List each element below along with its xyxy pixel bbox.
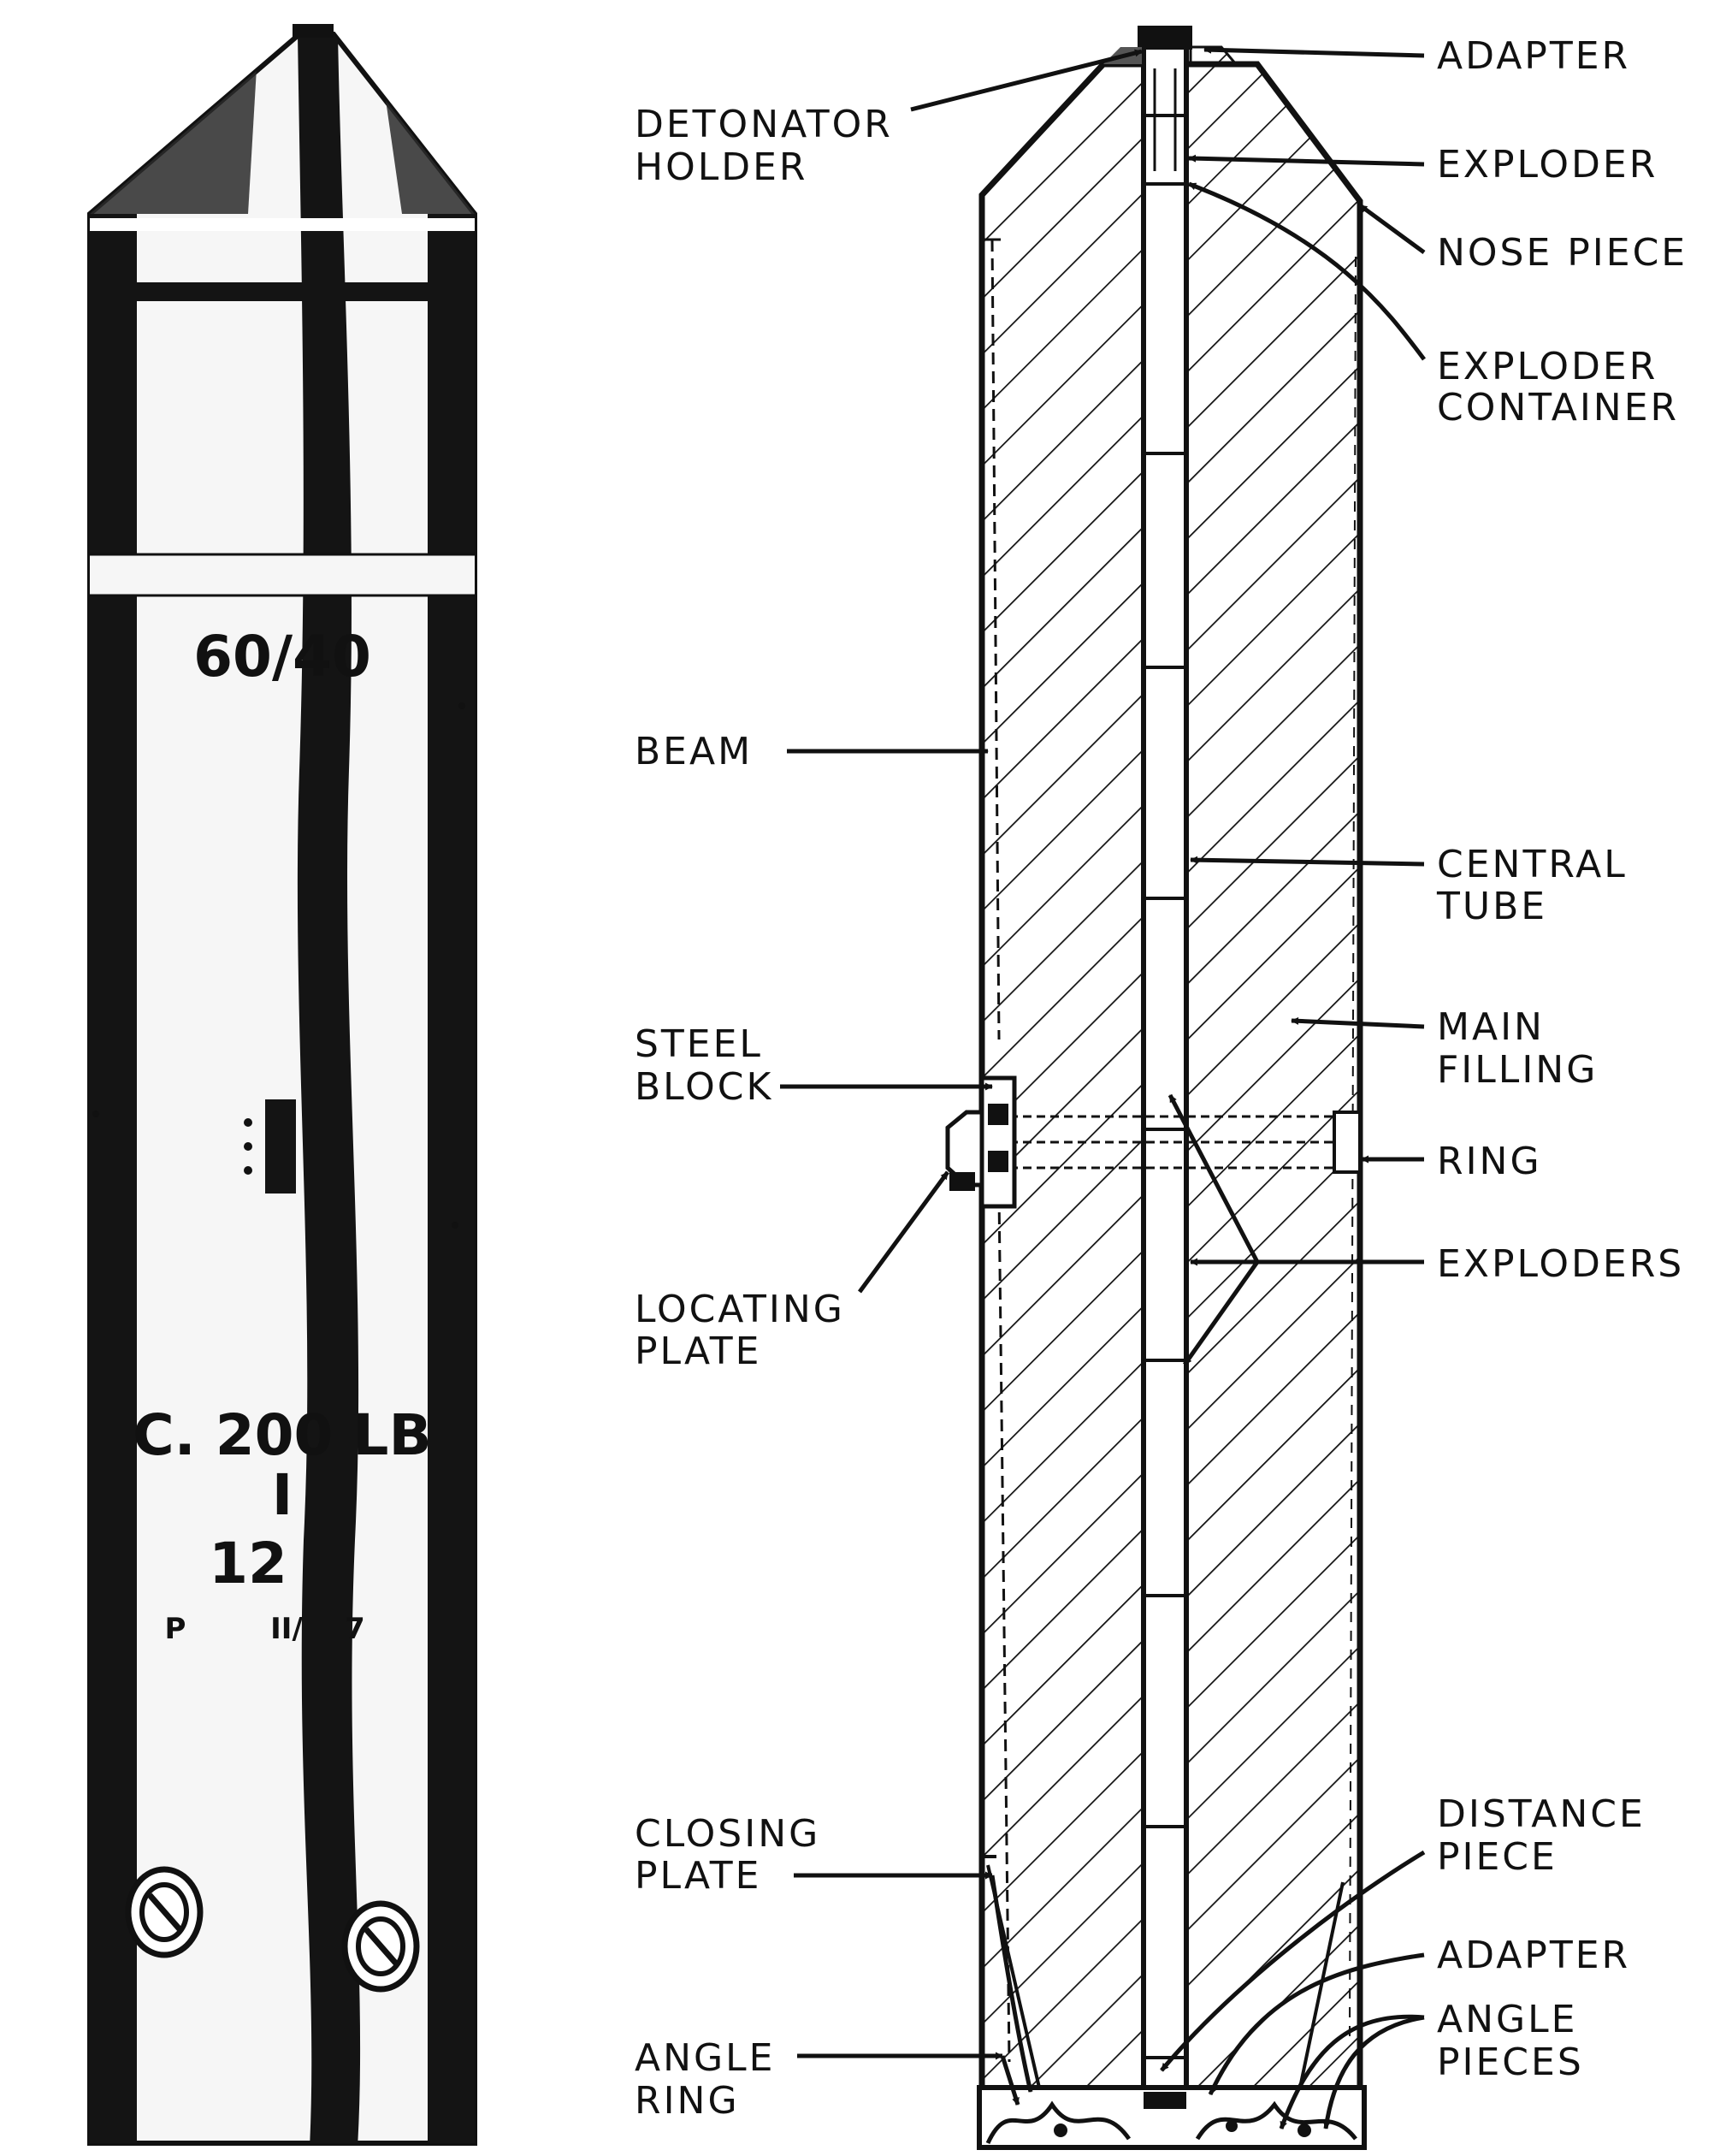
label-detonator-holder-1: DETONATOR xyxy=(635,103,893,146)
base-assembly xyxy=(977,2085,1367,2150)
marking-line3: 12 xyxy=(209,1531,287,1596)
sectional-view xyxy=(945,26,1367,2150)
label-angle-pieces-1: ANGLE xyxy=(1437,1998,1577,2041)
part-labels: ADAPTER DETONATOR HOLDER EXPLODER NOSE P… xyxy=(635,34,1688,2123)
label-exploder: EXPLODER xyxy=(1437,143,1658,187)
label-nose-piece: NOSE PIECE xyxy=(1437,231,1688,275)
label-exploder-container-1: EXPLODER xyxy=(1437,345,1658,388)
ring-band xyxy=(1009,1111,1362,1174)
label-locating-plate-2: PLATE xyxy=(635,1330,761,1373)
label-central-tube-2: TUBE xyxy=(1436,885,1547,928)
steel-block xyxy=(979,1075,1017,1209)
exterior-outline xyxy=(87,32,477,2146)
marking-line4-end: 7 xyxy=(345,1612,365,1646)
label-main-filling-2: FILLING xyxy=(1437,1048,1598,1092)
label-beam: BEAM xyxy=(635,730,753,773)
lug-left xyxy=(125,1866,204,1958)
label-distance-piece-1: DISTANCE xyxy=(1437,1792,1646,1836)
label-steel-block-1: STEEL xyxy=(635,1022,763,1066)
label-exploder-container-2: CONTAINER xyxy=(1437,386,1679,429)
marking-line4-right: II/ xyxy=(270,1612,303,1646)
label-detonator-holder-2: HOLDER xyxy=(635,145,808,189)
locating-plate xyxy=(945,1110,984,1188)
central-tube xyxy=(1141,32,1189,2099)
side-plate xyxy=(265,1099,296,1194)
label-central-tube-1: CENTRAL xyxy=(1437,843,1628,886)
label-main-filling-1: MAIN xyxy=(1437,1005,1545,1049)
label-closing-plate-2: PLATE xyxy=(635,1854,761,1898)
label-closing-plate-1: CLOSING xyxy=(635,1812,820,1856)
label-angle-ring-1: ANGLE xyxy=(635,2036,775,2080)
label-angle-pieces-2: PIECES xyxy=(1437,2040,1584,2084)
label-locating-plate-1: LOCATING xyxy=(635,1288,845,1331)
lug-right xyxy=(341,1900,420,1993)
label-distance-piece-2: PIECE xyxy=(1437,1835,1558,1879)
beam-line xyxy=(990,239,1011,2063)
label-angle-ring-2: RING xyxy=(635,2079,740,2123)
fuze-cap xyxy=(293,24,334,38)
stripe-left xyxy=(90,214,137,2143)
marking-ratio: 60/40 xyxy=(193,624,371,690)
marking-line4-left: P xyxy=(165,1612,186,1646)
adapter-top-part xyxy=(1138,26,1192,50)
label-exploders: EXPLODERS xyxy=(1437,1242,1684,1286)
leader-lines xyxy=(780,45,1426,2129)
label-adapter-bottom: ADAPTER xyxy=(1437,1934,1630,1977)
label-steel-block-2: BLOCK xyxy=(635,1065,773,1109)
marking-main: C. 200 LB xyxy=(133,1402,432,1468)
label-ring: RING xyxy=(1437,1140,1542,1183)
exterior-view: 60/40 C. 200 LB I 12 P II/ 7 xyxy=(87,24,477,2146)
stripe-right xyxy=(428,214,475,2143)
marking-line2: I xyxy=(272,1462,293,1528)
label-adapter-top: ADAPTER xyxy=(1437,34,1630,78)
